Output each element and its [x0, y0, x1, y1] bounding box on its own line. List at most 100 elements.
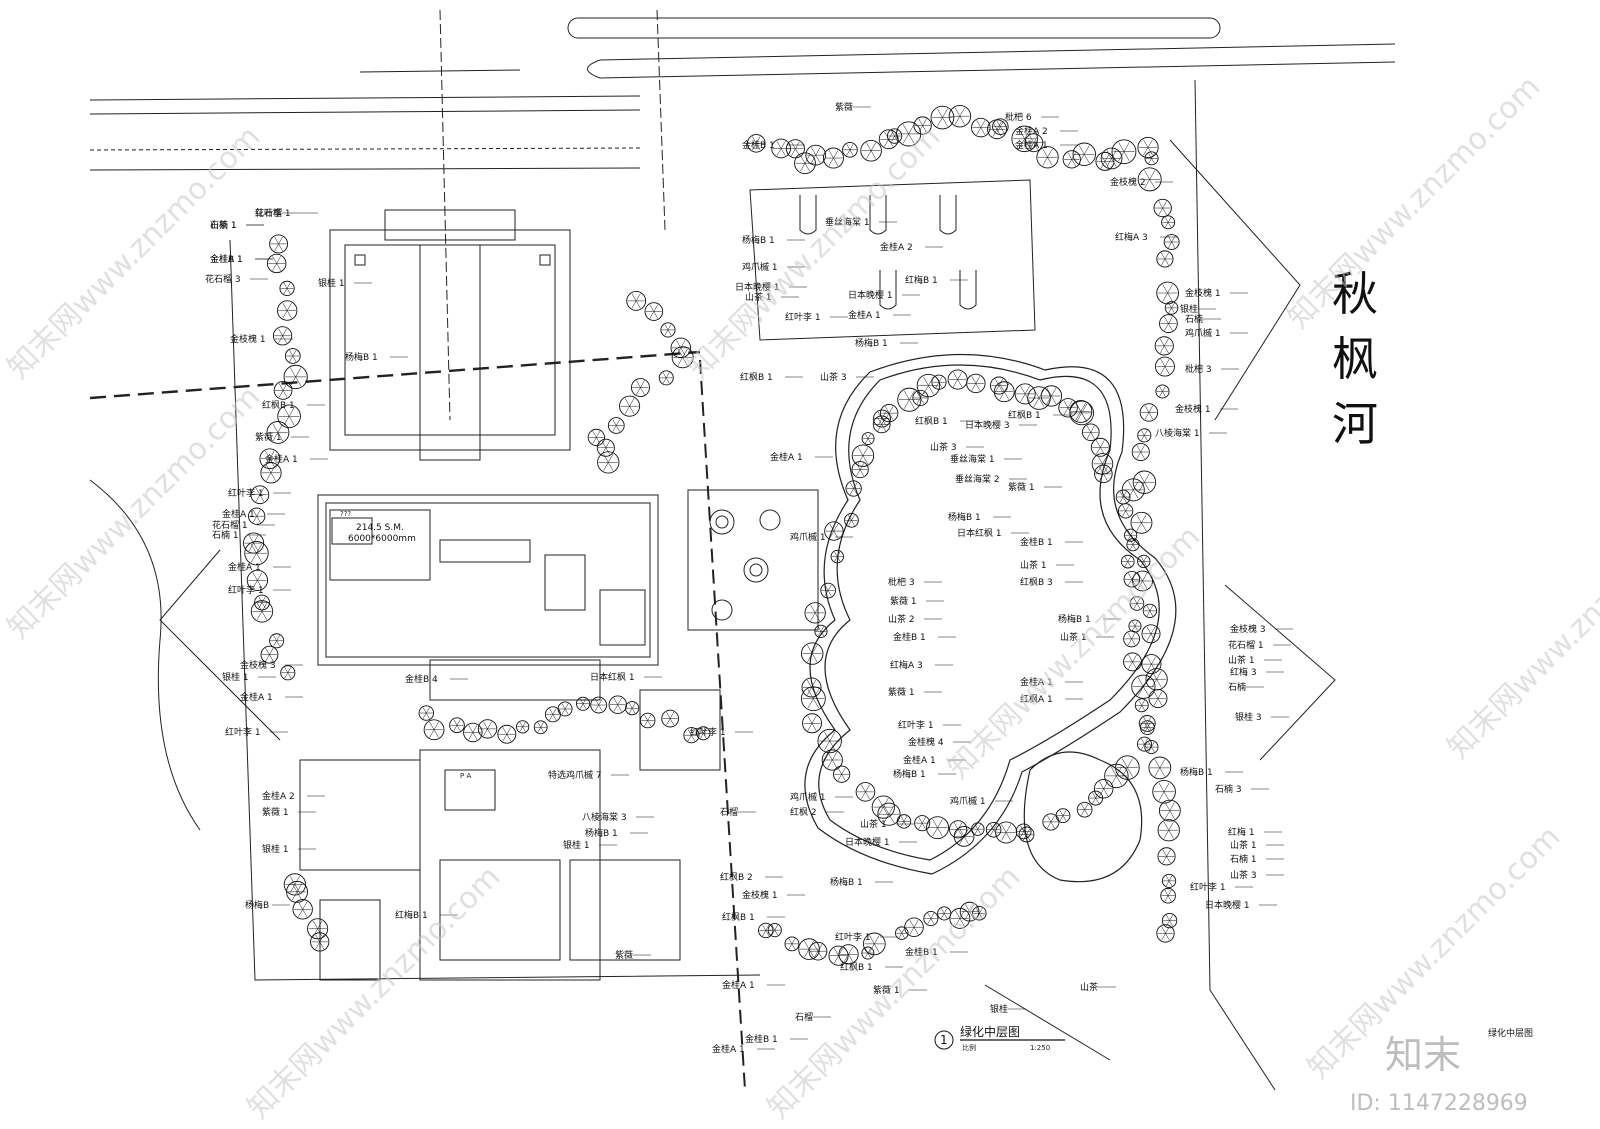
tree-symbol	[1069, 400, 1094, 426]
tree-symbol	[912, 389, 929, 407]
tree-symbol	[280, 665, 296, 681]
tree-symbol	[1148, 756, 1172, 780]
plant-label: 花石榴 3	[205, 273, 241, 285]
tree-symbol	[596, 438, 615, 457]
plant-label: 日本晚樱 1	[735, 281, 780, 293]
plant-label: 金桂A 1	[210, 253, 243, 265]
tree-symbol	[923, 911, 939, 927]
tree-symbol	[449, 717, 465, 734]
plant-label: 日本晚樱 1	[848, 289, 893, 301]
plant-label: 红叶李 1	[228, 584, 264, 596]
tree-symbol	[683, 727, 700, 744]
tree-symbol	[658, 370, 674, 386]
tree-symbol	[696, 726, 711, 741]
tree-symbol	[1093, 779, 1114, 799]
tree-symbol	[1153, 198, 1172, 218]
tree-symbol	[1134, 698, 1149, 713]
tree-symbol	[310, 932, 330, 952]
tree-symbol	[1100, 147, 1123, 170]
tree-symbol	[661, 709, 680, 728]
plant-label: 石楠 3	[1215, 783, 1242, 795]
plant-label: 金桂B 1	[742, 139, 775, 151]
plant-label: 紫薇 1	[1008, 481, 1035, 493]
tree-symbol	[1156, 924, 1175, 943]
plant-label: 金桂A 1	[240, 691, 273, 703]
tree-symbol	[625, 701, 640, 716]
plant-label: 紫薇 1	[888, 686, 915, 698]
plant-label: 金桂B 1	[745, 1033, 778, 1045]
plant-label: 银桂 3	[1235, 711, 1262, 723]
tree-symbol	[931, 374, 947, 390]
plant-label: 金桂A 2	[880, 241, 913, 253]
drawing-title: 绿化中层图	[960, 1024, 1020, 1039]
plant-label: 红梅 3	[1230, 666, 1257, 678]
plant-label: 紫薇 1	[262, 806, 289, 818]
tree-symbol	[1095, 151, 1115, 171]
plant-label: 杨梅B 1	[585, 827, 618, 839]
tree-symbol	[1014, 383, 1036, 405]
plant-label: 金桂槐 4	[908, 736, 944, 748]
plant-label: 红梅A 3	[890, 659, 923, 671]
plant-label: 银桂 1	[563, 839, 590, 851]
tree-symbol	[817, 728, 842, 754]
plant-label: 石榴	[795, 1011, 813, 1023]
plant-label: 日本晚樱 1	[1205, 899, 1250, 911]
tree-symbol	[785, 139, 805, 159]
tree-symbol	[855, 782, 876, 802]
plant-label: 山茶 1	[1230, 839, 1257, 851]
tree-symbol	[272, 326, 293, 346]
plant-label: 山茶 1	[860, 818, 887, 830]
tree-symbol	[1011, 125, 1038, 153]
tree-symbol	[283, 364, 308, 390]
tree-symbol	[860, 139, 882, 162]
tree-symbol	[1144, 151, 1159, 166]
plant-label: 杨梅B 1	[1180, 766, 1213, 778]
tree-symbol	[515, 720, 530, 734]
plant-label: 红枫B 1	[262, 399, 295, 411]
tree-symbol	[904, 917, 924, 938]
tree-symbol	[250, 485, 270, 505]
tree-symbol	[914, 815, 931, 832]
tree-symbol	[844, 513, 859, 528]
tree-symbol	[1138, 715, 1156, 732]
tree-symbol	[1137, 136, 1159, 159]
tree-symbol	[801, 677, 822, 698]
tree-symbol	[418, 705, 435, 721]
tree-symbol	[1129, 596, 1145, 611]
tree-symbol	[1117, 503, 1134, 519]
axis-garden	[329, 209, 571, 461]
plant-label: 金桂B 1	[905, 946, 938, 958]
tree-symbol	[824, 521, 844, 541]
tree-symbol	[630, 378, 650, 398]
tree-symbol	[1142, 603, 1158, 618]
tree-symbol	[1123, 570, 1141, 588]
tree-symbol	[913, 116, 932, 135]
plant-label: 山茶 3	[1230, 869, 1257, 881]
tree-symbol	[971, 822, 985, 836]
site-boundary	[89, 79, 1336, 1091]
tree-symbol	[822, 147, 844, 169]
plant-label: 枇杷 6	[1005, 111, 1032, 123]
tree-symbol	[254, 594, 270, 611]
corner-title: 绿化中层图	[1488, 1027, 1533, 1039]
tree-symbol	[1154, 356, 1175, 377]
plant-label: 枇杷 3	[888, 576, 915, 588]
tree-symbol	[845, 480, 862, 497]
plant-label: 杨梅B 1	[345, 351, 378, 363]
tree-symbol	[1156, 281, 1179, 305]
tree-symbol	[463, 722, 483, 743]
tree-symbol	[805, 144, 827, 166]
tree-symbol	[1121, 478, 1145, 502]
tree-symbol	[1152, 780, 1176, 804]
tree-symbol	[897, 387, 922, 412]
tree-symbol	[266, 253, 287, 274]
tree-symbol	[250, 600, 274, 623]
plant-label: 红叶李 1	[690, 726, 726, 738]
tree-symbol	[477, 719, 498, 739]
tree-symbol	[244, 540, 269, 566]
tree-symbol	[820, 582, 836, 599]
plant-label: 杨梅B 1	[1058, 613, 1091, 625]
tree-symbol	[995, 821, 1018, 844]
tree-symbol	[895, 926, 909, 940]
plant-label: 金桂A 1	[722, 979, 755, 991]
